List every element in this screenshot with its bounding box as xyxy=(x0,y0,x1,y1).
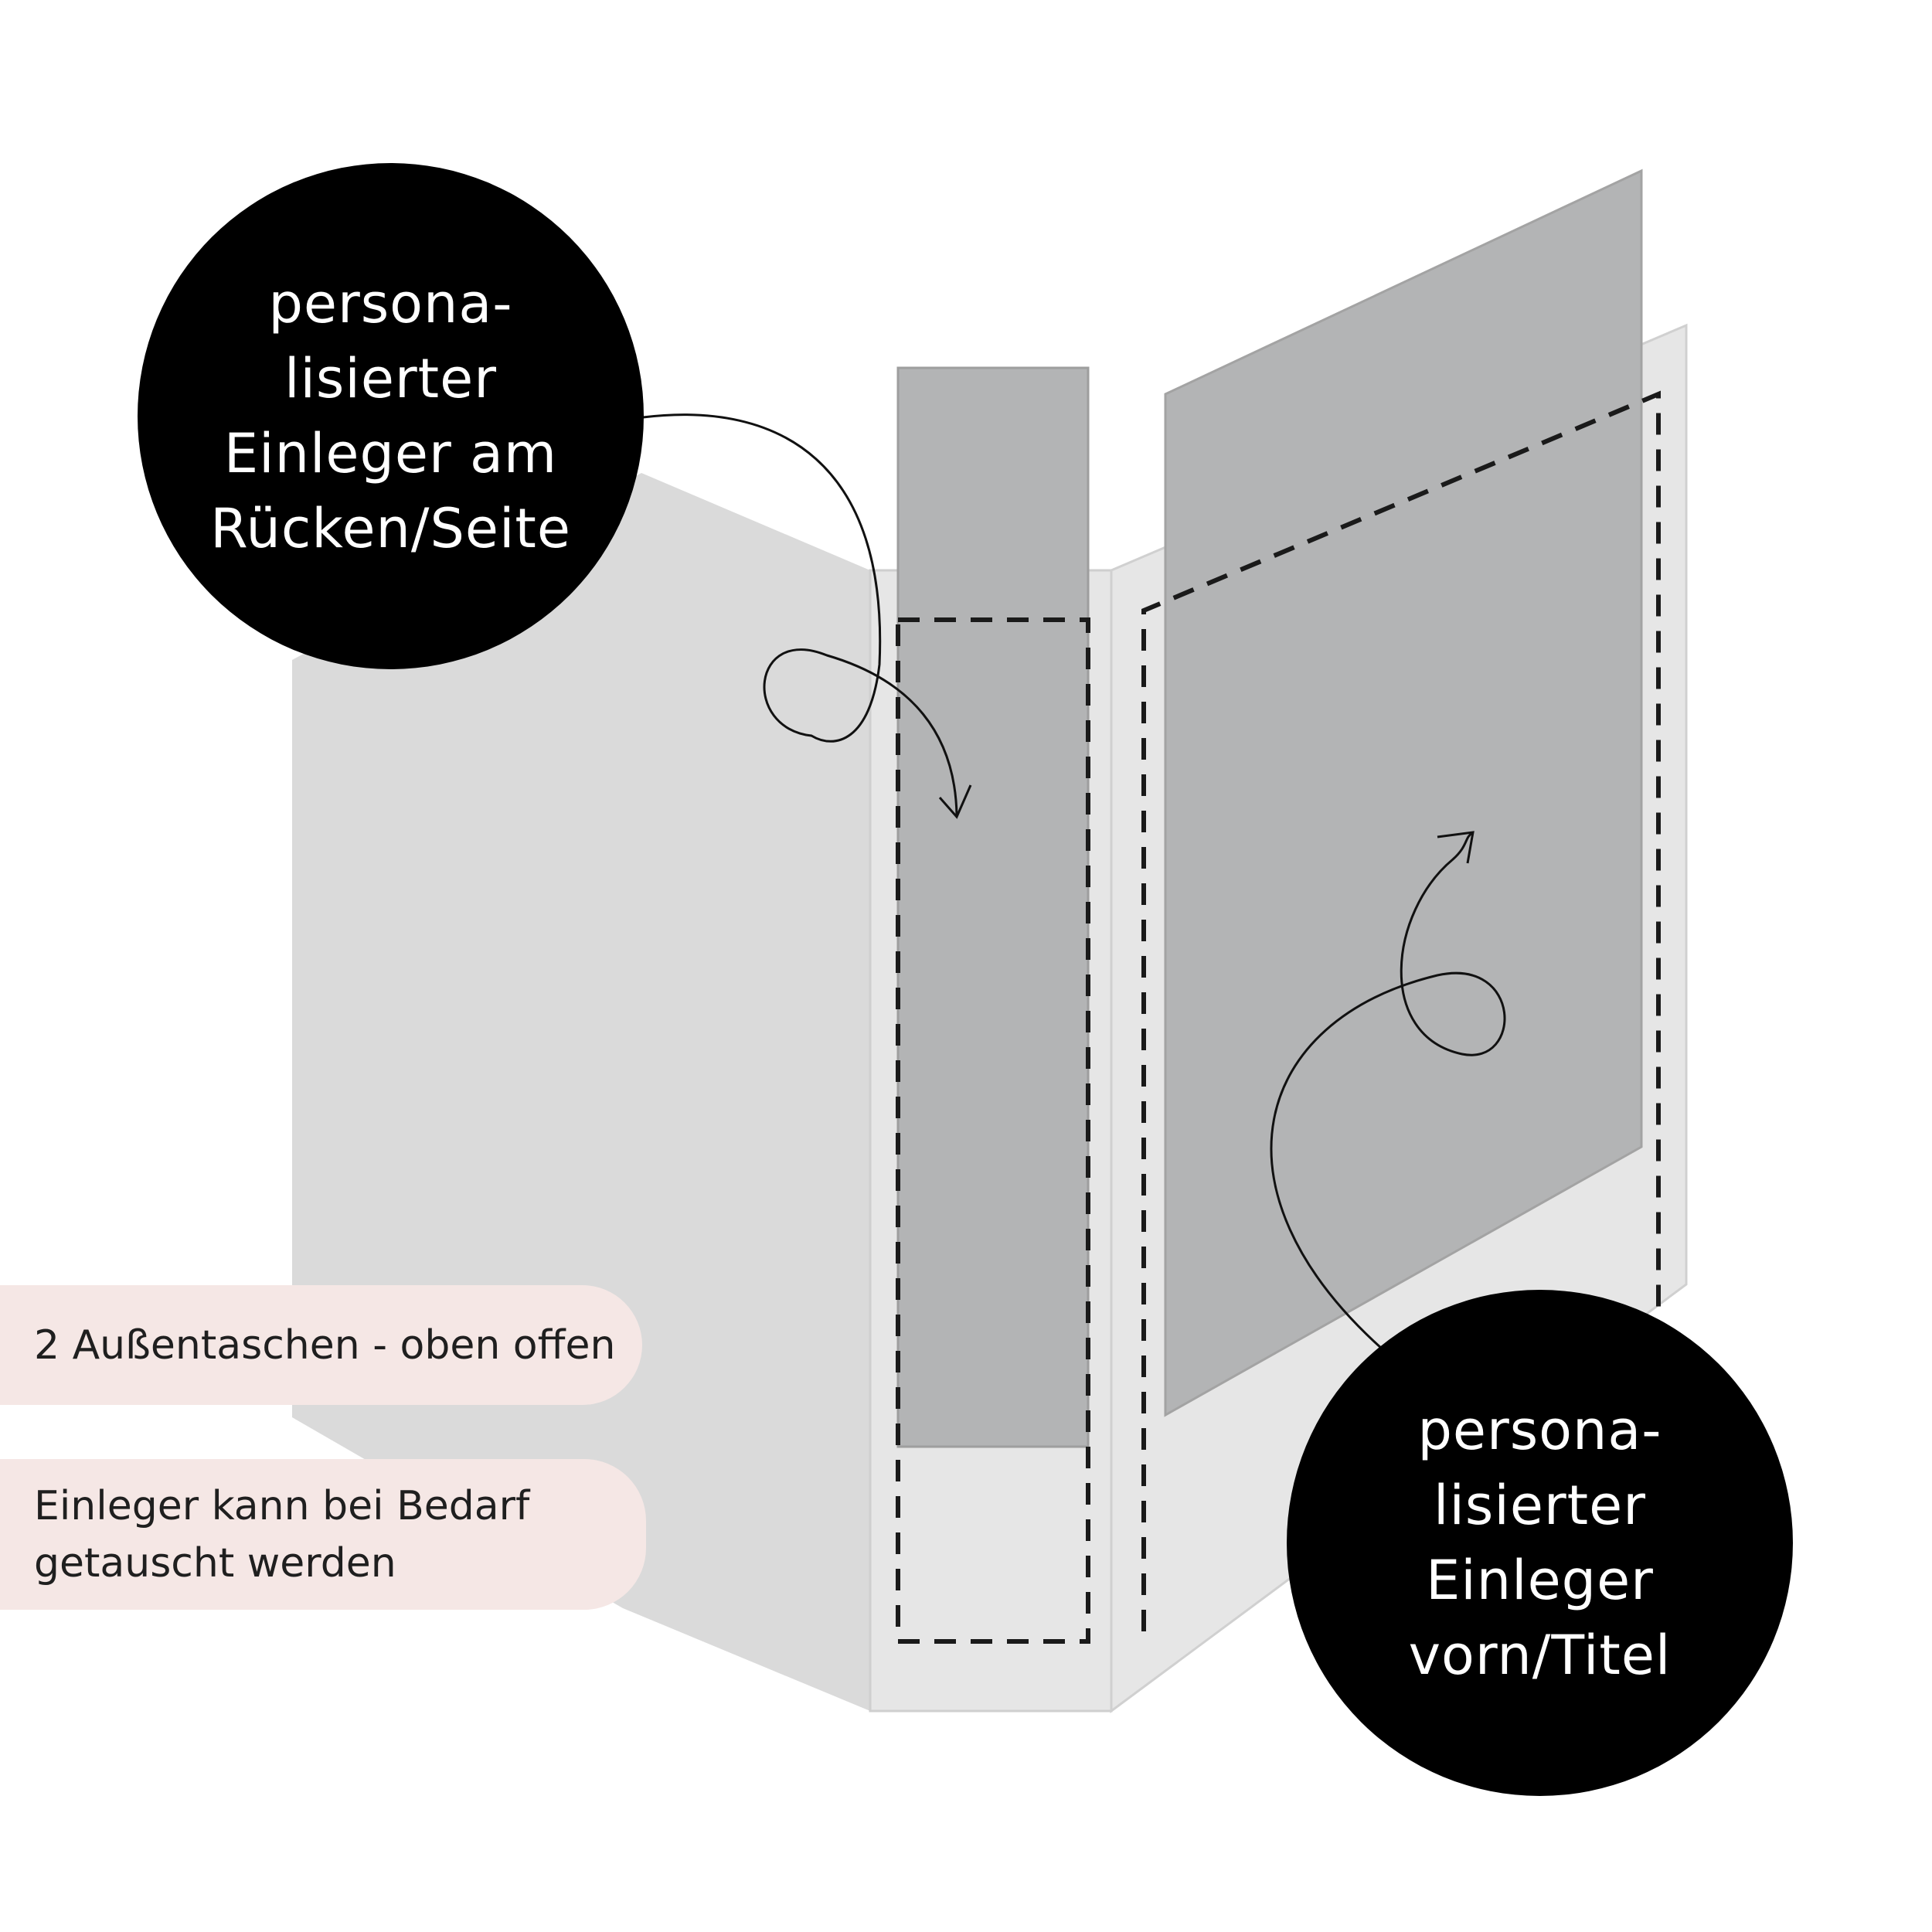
note-line: getauscht werden xyxy=(34,1540,396,1587)
callout-line: persona- xyxy=(268,271,513,335)
pockets-note: 2 Außentaschen - oben offen xyxy=(0,1285,642,1405)
spine-arrow xyxy=(642,413,958,816)
spine-insert-callout: persona- lisierter Einleger am Rücken/Se… xyxy=(138,163,644,669)
callout-line: Einleger xyxy=(1426,1548,1654,1612)
front-pocket-outline xyxy=(1141,390,1661,1631)
callout-line: Rücken/Seite xyxy=(210,496,571,560)
callout-line: lisierter xyxy=(1434,1473,1646,1537)
spine-arrow-head xyxy=(938,784,972,819)
callout-line: lisierter xyxy=(284,346,497,410)
callout-line: persona- xyxy=(1417,1398,1662,1462)
front-arrow-head xyxy=(1437,831,1475,864)
spine-insert xyxy=(896,366,1090,1448)
front-arrow xyxy=(1270,832,1506,1350)
front-insert-callout: persona- lisierter Einleger vorn/Titel xyxy=(1287,1290,1793,1796)
note-line: Einleger kann bei Bedarf xyxy=(34,1483,530,1529)
callout-line: vorn/Titel xyxy=(1408,1623,1672,1687)
spine-pocket-outline xyxy=(896,617,1090,1644)
callout-line: Einleger am xyxy=(223,421,558,485)
note-line: 2 Außentaschen - oben offen xyxy=(34,1321,616,1369)
front-insert xyxy=(1164,168,1643,1417)
swap-note: Einleger kann bei Bedarf getauscht werde… xyxy=(0,1459,646,1610)
